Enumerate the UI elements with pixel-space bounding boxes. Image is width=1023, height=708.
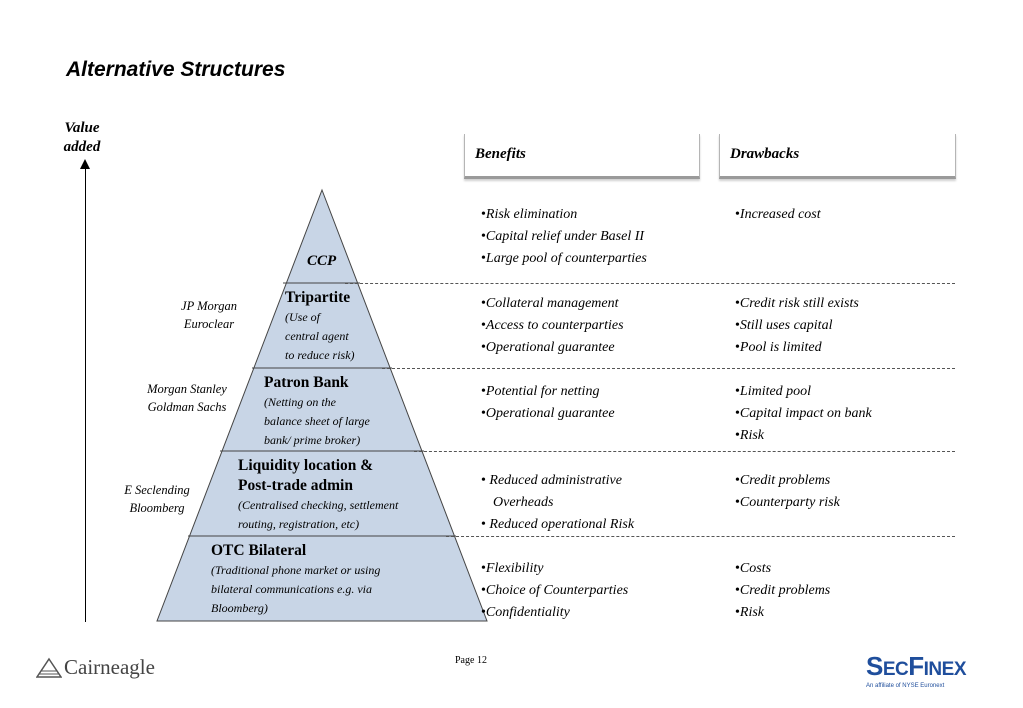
drawback-item: Costs <box>735 558 830 580</box>
benefit-item: Choice of Counterparties <box>481 580 628 602</box>
up-arrow-icon <box>80 159 90 169</box>
benefit-item: Reduced administrative <box>481 470 634 492</box>
drawback-item: Capital impact on bank <box>735 403 872 425</box>
secfinex-s: S <box>866 651 883 681</box>
liquidity-desc-2: routing, registration, etc) <box>238 517 360 531</box>
benefits-list-patron: Potential for netting Operational guaran… <box>481 381 615 425</box>
row-separator <box>345 283 955 284</box>
axis-label-line1: Value <box>64 120 100 136</box>
benefit-item: Operational guarantee <box>481 337 624 359</box>
cairneagle-wordmark: Cairneagle <box>64 655 155 679</box>
tripartite-desc-2: central agent <box>285 329 349 343</box>
benefits-list-liquidity: Reduced administrative Overheads Reduced… <box>481 470 634 536</box>
liquidity-title-1: Liquidity location & <box>238 457 374 474</box>
otc-title: OTC Bilateral <box>211 542 307 559</box>
value-axis-label: Value added <box>52 119 112 157</box>
drawback-item: Risk <box>735 602 830 624</box>
otc-level: OTC Bilateral (Traditional phone market … <box>211 541 380 618</box>
drawback-item: Still uses capital <box>735 315 859 337</box>
drawback-item: Increased cost <box>735 204 821 226</box>
drawback-item: Risk <box>735 425 872 447</box>
benefits-list-tripartite: Collateral management Access to counterp… <box>481 293 624 359</box>
drawbacks-list-patron: Limited pool Capital impact on bank Risk <box>735 381 872 447</box>
secfinex-inex: INEX <box>923 659 967 680</box>
benefit-item-continuation: Overheads <box>493 495 554 510</box>
drawback-item: Credit risk still exists <box>735 293 859 315</box>
drawbacks-list-ccp: Increased cost <box>735 204 821 226</box>
liquidity-examples: E Seclending Bloomberg <box>115 481 199 517</box>
drawbacks-list-liquidity: Credit problems Counterparty risk <box>735 470 840 514</box>
drawback-item: Counterparty risk <box>735 492 840 514</box>
patron-desc-3: bank/ prime broker) <box>264 433 361 447</box>
pyramid-shape <box>156 188 488 622</box>
tripartite-desc-3: to reduce risk) <box>285 348 355 362</box>
benefit-item: Large pool of counterparties <box>481 248 647 270</box>
patron-level: Patron Bank (Netting on the balance shee… <box>264 373 370 450</box>
otc-desc-2: bilateral communications e.g. via <box>211 582 372 596</box>
benefit-item: Potential for netting <box>481 381 615 403</box>
secfinex-tagline: An affiliate of NYSE Euronext <box>866 683 945 689</box>
side-label: Goldman Sachs <box>147 400 227 414</box>
benefit-item: Operational guarantee <box>481 403 615 425</box>
liquidity-title-2: Post-trade admin <box>238 477 353 494</box>
benefit-item: Collateral management <box>481 293 624 315</box>
cairneagle-logo: Cairneagle <box>36 655 155 680</box>
drawback-item: Credit problems <box>735 470 840 492</box>
secfinex-ec: EC <box>882 659 909 680</box>
patron-examples: Morgan Stanley Goldman Sachs <box>136 380 238 416</box>
side-label: Bloomberg <box>129 501 185 515</box>
liquidity-level: Liquidity location & Post-trade admin (C… <box>238 456 398 534</box>
side-label: JP Morgan <box>181 299 237 313</box>
page-number: Page 12 <box>455 655 487 666</box>
cairneagle-mountain-icon <box>36 657 62 678</box>
secfinex-logo: SECFINEX An affiliate of NYSE Euronext <box>866 651 967 689</box>
benefit-item: Flexibility <box>481 558 628 580</box>
side-label: Morgan Stanley <box>147 382 227 396</box>
benefit-item: Access to counterparties <box>481 315 624 337</box>
benefit-item: Reduced operational Risk <box>481 514 634 536</box>
benefit-item: Capital relief under Basel II <box>481 226 647 248</box>
liquidity-desc-1: (Centralised checking, settlement <box>238 498 399 512</box>
side-label: E Seclending <box>124 483 190 497</box>
side-label: Euroclear <box>183 317 235 331</box>
value-axis-line <box>85 166 86 622</box>
otc-desc-1: (Traditional phone market or using <box>211 563 381 577</box>
tripartite-examples: JP Morgan Euroclear <box>168 297 250 333</box>
drawback-item: Limited pool <box>735 381 872 403</box>
otc-desc-3: Bloomberg) <box>211 601 268 615</box>
row-separator <box>446 536 955 537</box>
benefits-list-otc: Flexibility Choice of Counterparties Con… <box>481 558 628 624</box>
secfinex-f: F <box>908 651 924 681</box>
patron-title: Patron Bank <box>264 374 349 391</box>
benefit-item: Risk elimination <box>481 204 647 226</box>
patron-desc-2: balance sheet of large <box>264 414 370 428</box>
tripartite-desc-1: (Use of <box>285 310 320 324</box>
drawbacks-header: Drawbacks <box>719 134 956 179</box>
tripartite-level: Tripartite (Use of central agent to redu… <box>285 288 355 365</box>
drawback-item: Credit problems <box>735 580 830 602</box>
drawbacks-list-tripartite: Credit risk still exists Still uses capi… <box>735 293 859 359</box>
benefits-list-ccp: Risk elimination Capital relief under Ba… <box>481 204 647 270</box>
row-separator <box>382 368 955 369</box>
ccp-label: CCP <box>307 253 337 269</box>
page-title: Alternative Structures <box>66 58 286 81</box>
benefit-item: Confidentiality <box>481 602 628 624</box>
row-separator <box>414 451 955 452</box>
drawbacks-header-label: Drawbacks <box>730 146 800 162</box>
secfinex-wordmark: SECFINEX <box>866 651 967 685</box>
benefits-header: Benefits <box>464 134 700 179</box>
drawback-item: Pool is limited <box>735 337 859 359</box>
tripartite-title: Tripartite <box>285 289 351 306</box>
drawbacks-list-otc: Costs Credit problems Risk <box>735 558 830 624</box>
axis-label-line2: added <box>63 139 101 155</box>
benefits-header-label: Benefits <box>475 146 526 162</box>
patron-desc-1: (Netting on the <box>264 395 336 409</box>
